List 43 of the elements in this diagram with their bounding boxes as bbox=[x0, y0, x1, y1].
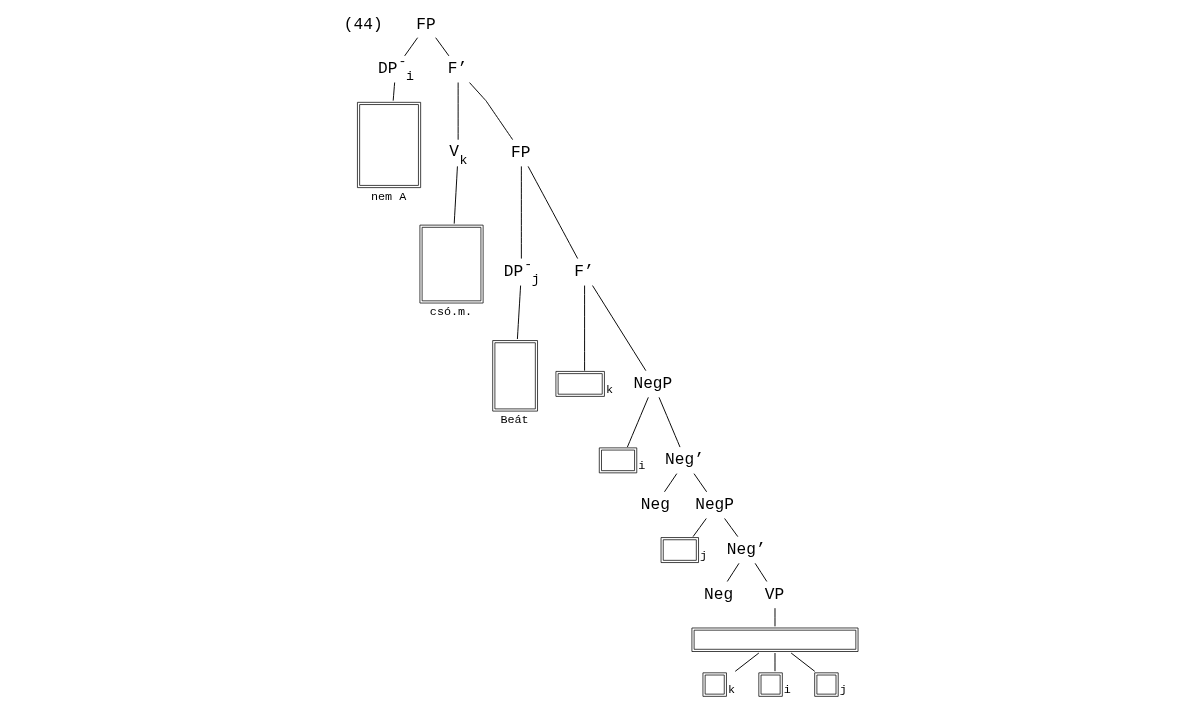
connector bbox=[591, 285, 646, 372]
node-text: FP bbox=[510, 144, 530, 163]
connector bbox=[754, 562, 767, 582]
connector bbox=[392, 82, 395, 102]
node-text: FP bbox=[415, 15, 436, 34]
connector bbox=[790, 652, 815, 672]
connector bbox=[663, 473, 677, 493]
node-label: k bbox=[727, 682, 735, 697]
node-label: i bbox=[637, 459, 645, 474]
node-text: NegP bbox=[694, 496, 734, 515]
node-text: NegP bbox=[632, 375, 672, 394]
node-text: Neg bbox=[640, 496, 670, 515]
node-text: Neg bbox=[703, 586, 733, 605]
connector bbox=[468, 82, 513, 141]
connector bbox=[723, 518, 738, 538]
connector bbox=[520, 165, 522, 260]
node-label: csó.m. bbox=[429, 305, 472, 320]
node-text: VP bbox=[764, 586, 784, 605]
node-label: i bbox=[783, 682, 791, 697]
node-text: F’ bbox=[573, 263, 594, 282]
connector bbox=[583, 285, 585, 372]
node-label: k bbox=[605, 382, 613, 397]
connector bbox=[516, 285, 521, 340]
connector bbox=[774, 652, 775, 672]
node-label: nem A bbox=[370, 189, 406, 204]
connector bbox=[726, 562, 739, 582]
node-label: j bbox=[699, 548, 707, 563]
node-text: Neg’ bbox=[726, 541, 766, 560]
label: (44) bbox=[343, 15, 383, 34]
node-text: V$_{k}$ bbox=[448, 143, 468, 168]
connector bbox=[403, 37, 418, 57]
node-text: Neg’ bbox=[664, 451, 704, 470]
connector bbox=[734, 652, 759, 672]
node-label: Beát bbox=[499, 413, 529, 428]
connector bbox=[626, 396, 649, 448]
connector bbox=[453, 165, 458, 225]
connector bbox=[527, 165, 578, 260]
connector bbox=[658, 396, 680, 448]
connector bbox=[693, 473, 707, 493]
node-label: j bbox=[839, 682, 847, 697]
node-text: F’ bbox=[447, 60, 467, 79]
connector bbox=[692, 518, 707, 538]
connector bbox=[434, 37, 449, 57]
